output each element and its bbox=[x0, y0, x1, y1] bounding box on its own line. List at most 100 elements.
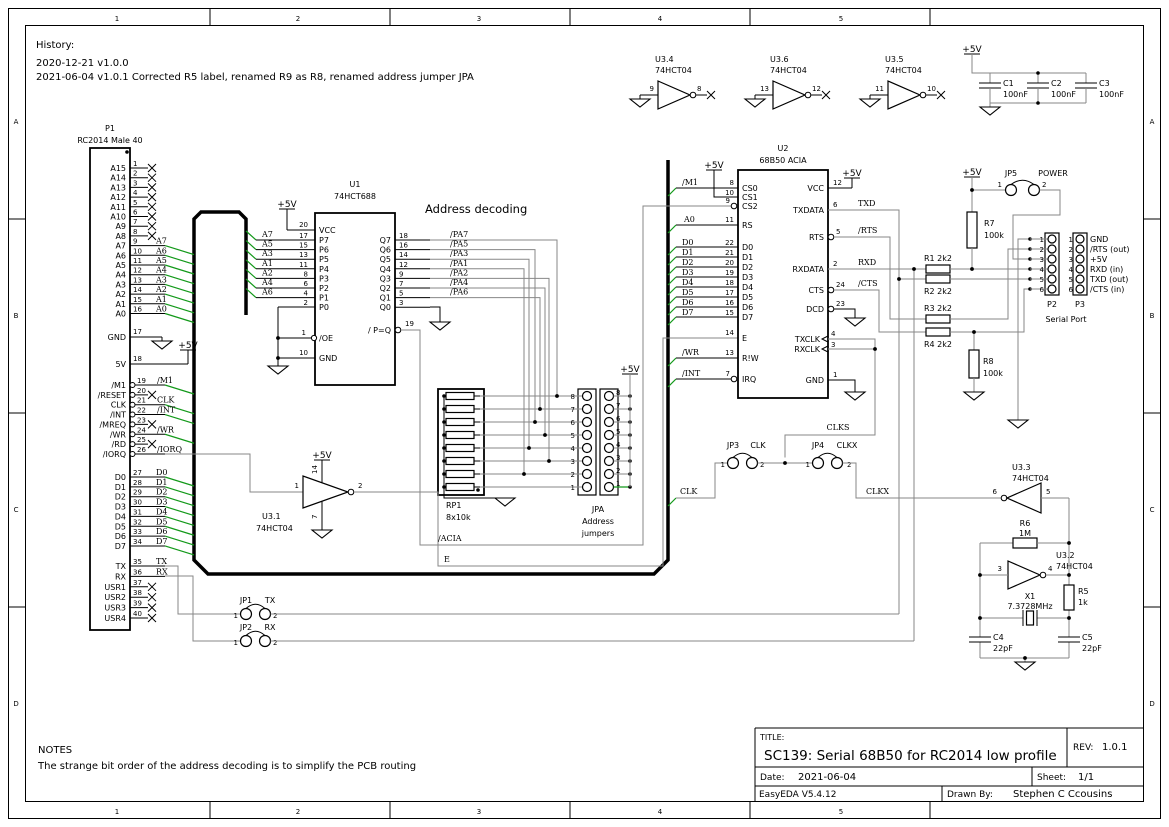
p1-pin[interactable]: 34 D7 D7 bbox=[115, 537, 195, 556]
svg-text:A6: A6 bbox=[155, 246, 167, 255]
jpa-row[interactable]: 5 5 bbox=[442, 428, 632, 441]
u1-pin[interactable]: 14 Q5 /PA3 bbox=[380, 249, 469, 264]
p1-pin[interactable]: 38 USR2 bbox=[104, 589, 157, 602]
p1-pin[interactable]: 40 USR4 bbox=[104, 610, 157, 623]
p1-pin[interactable]: 3 A13 bbox=[110, 179, 157, 192]
u1-pin[interactable]: 13 P5 A3 bbox=[245, 249, 329, 264]
p1-pin[interactable]: 14 A2 A2 bbox=[115, 285, 195, 304]
p1-pin[interactable]: 20 /RESET bbox=[98, 387, 157, 400]
p1-pin[interactable]: 24 /WR /WR bbox=[110, 425, 195, 444]
u1-pin[interactable]: 18 Q7 /PA7 bbox=[380, 230, 469, 245]
p1-pin[interactable]: 32 D5 D5 bbox=[115, 517, 195, 536]
p1-pin[interactable]: 12 A4 A4 bbox=[115, 266, 195, 285]
u2-data-pin[interactable]: 16 D6 D6 bbox=[667, 298, 753, 316]
p1-pin[interactable]: 19 /M1 /M1 bbox=[111, 376, 195, 395]
spare-inverter[interactable]: 9 8 U3.4 74HCT04 bbox=[629, 55, 716, 110]
spare-inverter[interactable]: 13 12 U3.6 74HCT04 bbox=[744, 55, 831, 110]
u1-pin[interactable]: 4 P1 A6 bbox=[245, 288, 329, 303]
u1-pin[interactable]: 15 P6 A5 bbox=[245, 240, 329, 255]
decoupling-caps[interactable]: +5V C1 100nF C2 100nF C3 bbox=[962, 45, 1124, 116]
p1-pin[interactable]: 31 D4 D4 bbox=[115, 507, 195, 526]
u1-pin[interactable]: 12 Q4 /PA1 bbox=[380, 259, 469, 274]
ic-u1-74hct688[interactable]: U1 74HCT688 Address decoding +5V 20 VCC … bbox=[245, 180, 527, 386]
u1-pin[interactable]: 16 Q6 /PA5 bbox=[380, 240, 469, 255]
oscillator-block[interactable]: 6 5 U3.3 74HCT04 3 4 U3.2 74HCT04 R6 1M … bbox=[969, 463, 1102, 671]
jpa-row[interactable]: 7 7 bbox=[442, 402, 632, 415]
u2-data-pin[interactable]: 15 D7 D7 bbox=[667, 308, 753, 326]
p1-pin[interactable]: 15 A1 A1 bbox=[115, 295, 195, 314]
p1-pin[interactable]: 13 A3 A3 bbox=[115, 275, 195, 294]
capacitor[interactable]: C2 100nF bbox=[1027, 73, 1076, 103]
p1-pin[interactable]: 10 A6 A6 bbox=[115, 246, 195, 265]
p1-pin[interactable]: 30 D3 D3 bbox=[115, 498, 195, 517]
serial-port-row[interactable]: 6 6 /CTS (in) bbox=[1028, 284, 1124, 294]
serial-port-row[interactable]: 1 1 GND bbox=[1028, 234, 1108, 244]
p1-pin[interactable]: 11 A5 A5 bbox=[115, 256, 195, 275]
gate-u3-1[interactable]: +5V 1 2 14 7 U3.1 74HCT04 bbox=[165, 451, 362, 539]
u1-pin[interactable]: 17 P7 A7 bbox=[245, 230, 329, 245]
rp1-jpa-block[interactable]: 8 8 7 7 bbox=[437, 365, 641, 538]
title-block[interactable]: TITLE: SC139: Serial 68B50 for RC2014 lo… bbox=[754, 727, 1143, 801]
p1-pin[interactable]: 27 D0 D0 bbox=[115, 468, 195, 487]
jpa-row[interactable]: 3 3 bbox=[442, 454, 632, 467]
p1-pin[interactable]: 23 /MREQ bbox=[99, 416, 157, 429]
jpa-row[interactable]: 1 1 bbox=[442, 480, 632, 493]
u1-pin[interactable]: 6 P2 A4 bbox=[245, 278, 329, 293]
p1-pin[interactable]: 28 D1 D1 bbox=[115, 478, 195, 497]
capacitor[interactable]: C1 100nF bbox=[979, 73, 1028, 103]
p1-pin[interactable]: 8 A8 bbox=[115, 228, 157, 241]
p1-pin[interactable]: 4 A12 bbox=[110, 189, 157, 202]
p1-pin[interactable]: 7 A9 bbox=[115, 218, 157, 231]
p1-pin[interactable]: 36 RX RX bbox=[115, 567, 168, 581]
jpa-pin-left bbox=[581, 403, 593, 415]
p1-pin[interactable]: 1 A15 bbox=[110, 160, 157, 173]
u1-pin[interactable]: 2 P0 bbox=[304, 299, 329, 312]
u1-pin[interactable]: 3 Q0 bbox=[380, 299, 430, 312]
address-data-bus[interactable] bbox=[192, 160, 670, 576]
u2-data-pin[interactable]: 22 D0 D0 bbox=[667, 238, 753, 256]
u2-data-pin[interactable]: 19 D3 D3 bbox=[667, 268, 753, 286]
p1-pin[interactable]: 29 D2 D2 bbox=[115, 488, 195, 507]
u1-pin[interactable]: 11 P4 A1 bbox=[245, 259, 329, 274]
p1-pin[interactable]: 35 TX TX bbox=[115, 557, 168, 571]
u1-pin[interactable]: 9 Q3 /PA2 bbox=[380, 268, 469, 283]
u1-pin[interactable]: 5 Q1 /PA6 bbox=[380, 288, 469, 303]
serial-port-row[interactable]: 3 3 +5V bbox=[1028, 254, 1108, 264]
connector-p1[interactable]: P1 RC2014 Male 40 1 A15 2 A14 bbox=[77, 124, 199, 631]
u1-pin[interactable]: 7 Q2 /PA4 bbox=[380, 278, 469, 293]
p1-pin[interactable]: 2 A14 bbox=[110, 170, 157, 183]
p1-pin-gnd[interactable]: 17 GND bbox=[108, 328, 173, 350]
u2-data-pin[interactable]: 18 D4 D4 bbox=[667, 278, 753, 296]
jpa-row[interactable]: 2 2 bbox=[442, 467, 632, 480]
tx-rx-jumpers[interactable]: JP1 TX 1 2 JP2 RX 1 2 bbox=[165, 269, 915, 648]
p1-pin[interactable]: 22 /INT /INT bbox=[110, 406, 195, 425]
serial-port-row[interactable]: 5 5 TXD (out) bbox=[1028, 274, 1128, 284]
p1-pin[interactable]: 39 USR3 bbox=[104, 600, 157, 613]
u1-pin[interactable]: 8 P3 A2 bbox=[245, 268, 329, 283]
ic-u2-68b50[interactable]: U2 68B50 ACIA 8 /M1 CS0 +5V 10 CS1 9 CS2… bbox=[667, 144, 878, 401]
p1-pin-5v[interactable]: +5V 18 5V bbox=[115, 341, 198, 369]
svg-text:CS0: CS0 bbox=[742, 184, 758, 193]
p1-pin[interactable]: 6 A10 bbox=[110, 209, 157, 222]
serial-port-row[interactable]: 4 4 RXD (in) bbox=[1028, 264, 1123, 274]
serial-side[interactable]: R2 2k2 R1 2k2 R3 2k2 R4 2k2 R8 100k +5V … bbox=[828, 168, 1130, 614]
p1-pin[interactable]: 9 A7 A7 bbox=[115, 237, 195, 256]
jpa-row[interactable]: 6 6 bbox=[442, 415, 632, 428]
u2-data-pin[interactable]: 21 D1 D1 bbox=[667, 248, 753, 266]
p1-pin[interactable]: 26 /IORQ /IORQ bbox=[103, 445, 183, 459]
p1-pin[interactable]: 16 A0 A0 bbox=[115, 305, 195, 324]
p1-pin[interactable]: 33 D6 D6 bbox=[115, 527, 195, 546]
p1-pin[interactable]: 21 CLK CLK bbox=[111, 396, 195, 415]
serial-port-row[interactable]: 2 2 /RTS (out) bbox=[1028, 244, 1130, 254]
jpa-row[interactable]: 8 8 bbox=[442, 389, 632, 402]
p1-pin[interactable]: 37 USR1 bbox=[104, 579, 157, 592]
svg-text:2: 2 bbox=[273, 639, 277, 647]
p1-pin[interactable]: 25 /RD bbox=[112, 436, 157, 449]
p1-pin[interactable]: 5 A11 bbox=[110, 199, 157, 212]
u2-data-pin[interactable]: 17 D5 D5 bbox=[667, 288, 753, 306]
jpa-row[interactable]: 4 4 bbox=[442, 441, 632, 454]
spare-inverter[interactable]: 11 10 U3.5 74HCT04 bbox=[859, 55, 946, 110]
clock-jumpers[interactable]: CLK JP3 CLK 1 2 JP4 CLKX 1 2 CLKX CLKS bbox=[667, 338, 1001, 507]
capacitor[interactable]: C3 100nF bbox=[1075, 73, 1124, 103]
u2-data-pin[interactable]: 20 D2 D2 bbox=[667, 258, 753, 276]
